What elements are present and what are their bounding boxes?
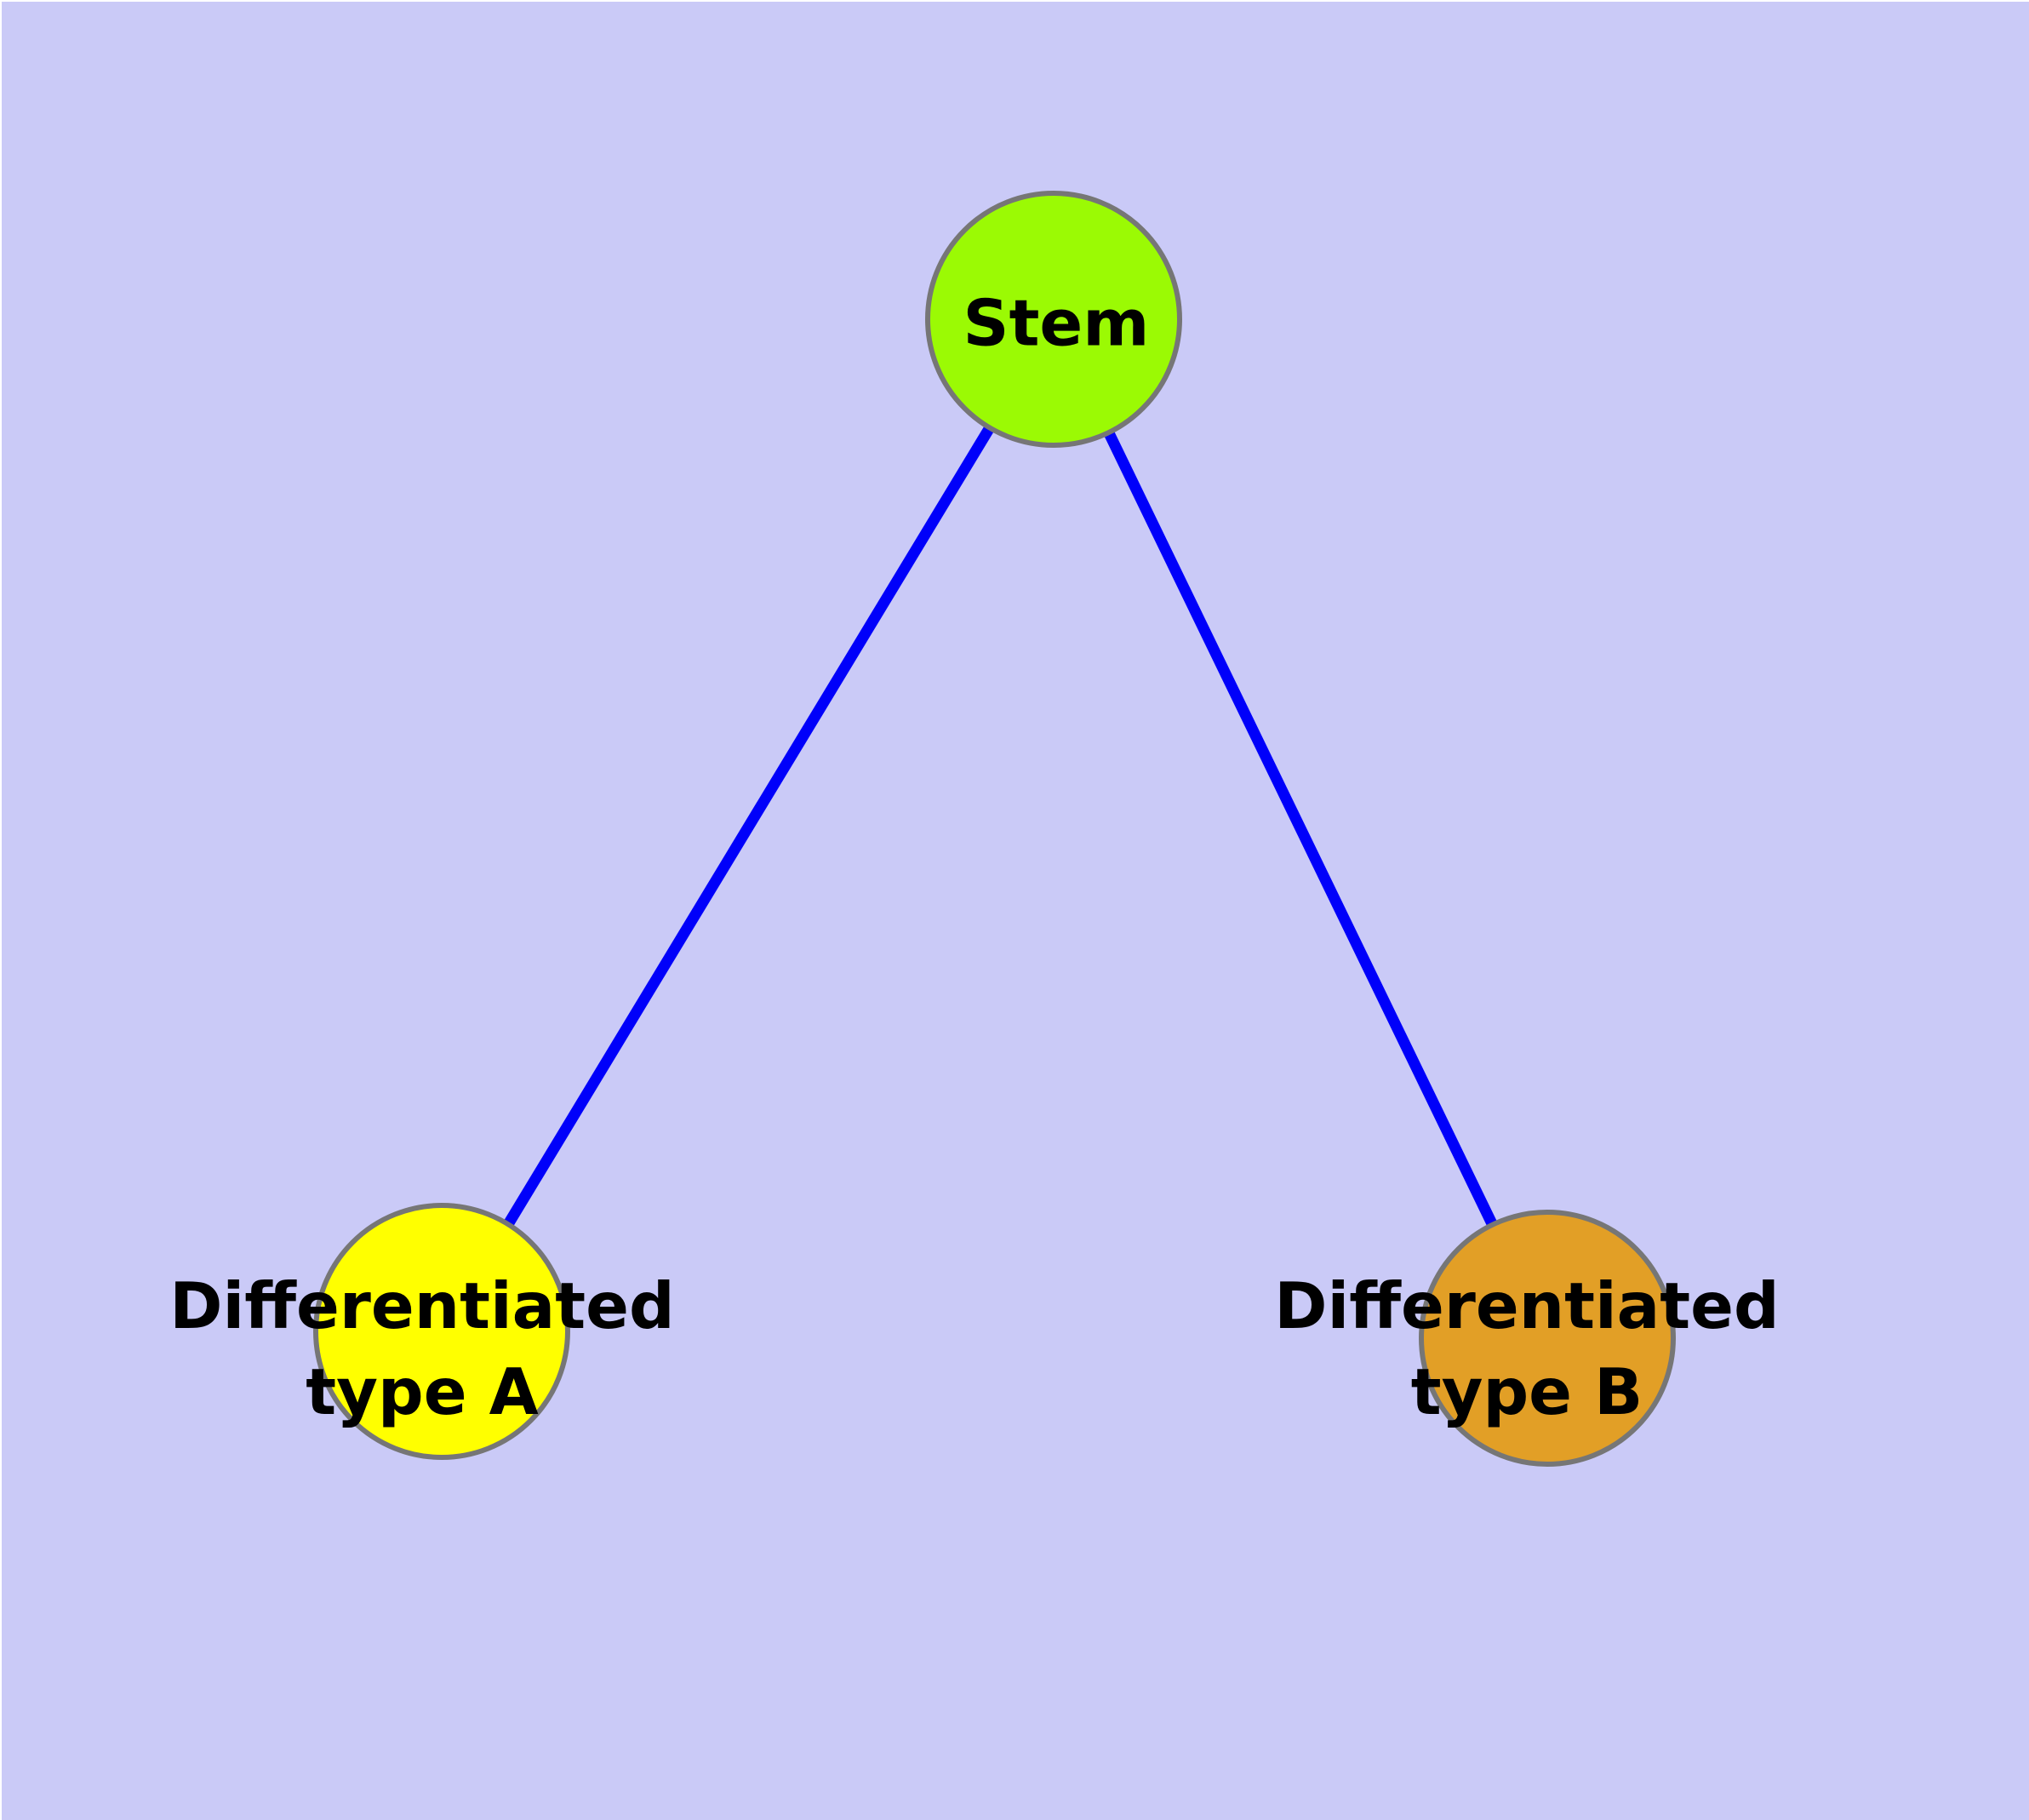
edge-stem-to-type-a — [438, 318, 1060, 1335]
node-differentiated-type-a — [313, 1203, 570, 1460]
edge-stem-to-type-b — [1049, 318, 1553, 1342]
node-differentiated-type-b — [1419, 1210, 1676, 1467]
node-stem — [925, 191, 1182, 448]
